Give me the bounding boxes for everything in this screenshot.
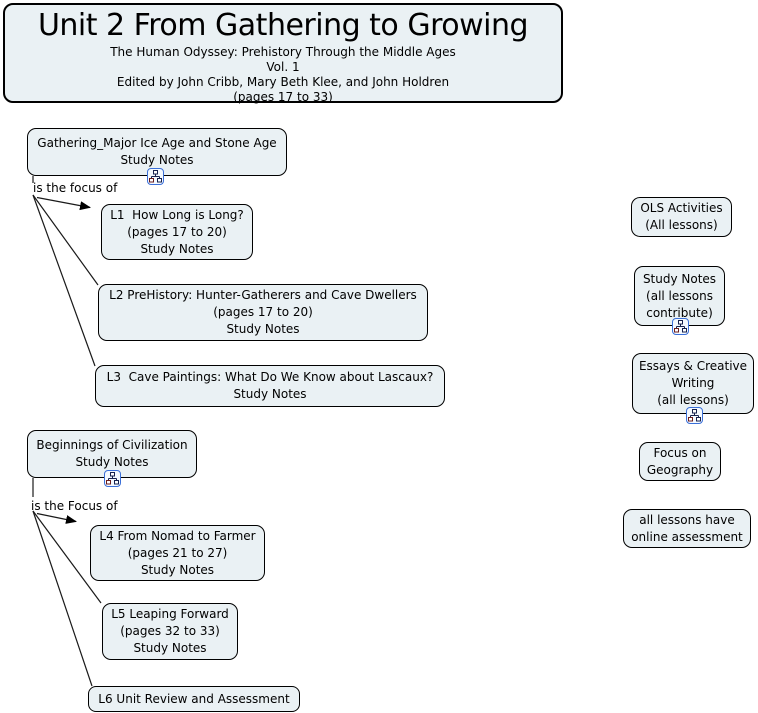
node-text-line: Study Notes (133, 641, 207, 655)
node-text-line: (pages 21 to 27) (127, 545, 228, 560)
unit-subtitle-line: The Human Odyssey: Prehistory Through th… (110, 45, 456, 59)
node-ols-activities[interactable]: OLS Activities (All lessons) (631, 197, 732, 237)
link-line-l4 (36, 512, 77, 524)
link-label-focus-2[interactable]: is the Focus of (31, 499, 118, 513)
node-unit-title[interactable]: Unit 2 From Gathering to Growing The Hum… (3, 3, 563, 104)
link-line-l1 (36, 196, 91, 211)
node-text-line: Study Notes (140, 562, 215, 577)
node-text-line: Beginnings of Civilization (36, 438, 188, 452)
node-study-notes[interactable]: Study Notes (all lessons contribute) (634, 266, 725, 326)
link-line-l6 (32, 510, 93, 687)
node-text-line: (all lessons) (657, 393, 729, 407)
node-text-line: (pages 17 to 20) (127, 224, 227, 239)
node-text-line: Study Notes (140, 241, 214, 256)
node-text-line: Study Notes (75, 455, 149, 469)
linked-diagram-icon[interactable] (686, 407, 703, 424)
node-text-line: (All lessons) (645, 218, 718, 232)
node-text-line: L3 Cave Paintings: What Do We Know about… (106, 370, 434, 384)
linked-diagram-icon[interactable] (672, 318, 689, 335)
node-text-line: Geography (646, 462, 714, 477)
linked-diagram-icon[interactable] (147, 168, 164, 185)
node-l6[interactable]: L6 Unit Review and Assessment (88, 686, 300, 712)
link-line-l2 (32, 194, 99, 286)
node-text-line: OLS Activities (640, 201, 723, 215)
node-text-line: Focus on (653, 445, 707, 460)
node-text-line: Study Notes (233, 387, 307, 401)
node-text-line: L5 Leaping Forward (111, 607, 229, 621)
unit-subtitle-line: Vol. 1 (266, 60, 300, 74)
node-essays-writing[interactable]: Essays & Creative Writing (all lessons) (632, 353, 754, 414)
node-text-line: Study Notes (642, 271, 717, 286)
node-text-line: L1 How Long is Long? (110, 207, 244, 222)
node-text-line: (pages 17 to 20) (213, 305, 313, 319)
node-text-line: contribute) (646, 305, 713, 320)
unit-subtitle-line: (pages 17 to 33) (233, 90, 333, 104)
node-l2[interactable]: L2 PreHistory: Hunter-Gatherers and Cave… (98, 284, 428, 341)
node-text-line: Study Notes (226, 322, 300, 336)
node-text-line: (all lessons (646, 288, 713, 303)
node-text-line: Essays & Creative (638, 359, 748, 373)
node-l5[interactable]: L5 Leaping Forward (pages 32 to 33) Stud… (102, 603, 238, 660)
unit-subtitle-line: Edited by John Cribb, Mary Beth Klee, an… (116, 75, 450, 89)
link-label-focus-1[interactable]: is the focus of (33, 181, 118, 195)
node-text-line: all lessons have (639, 512, 735, 527)
node-text-line: L2 PreHistory: Hunter-Gatherers and Cave… (109, 288, 417, 302)
unit-title-text: Unit 2 From Gathering to Growing (37, 8, 529, 43)
node-text-line: Study Notes (120, 153, 194, 167)
node-text-line: L6 Unit Review and Assessment (98, 691, 290, 706)
node-text-line: Gathering_Major Ice Age and Stone Age (37, 136, 277, 150)
node-text-line: online assessment (631, 529, 743, 544)
node-text-line: (pages 32 to 33) (120, 624, 220, 638)
node-text-line: Writing (671, 376, 715, 390)
node-l4[interactable]: L4 From Nomad to Farmer (pages 21 to 27)… (90, 525, 265, 581)
node-text-line: L4 From Nomad to Farmer (99, 528, 256, 543)
link-line-l5 (32, 510, 102, 604)
node-online-assessment[interactable]: all lessons have online assessment (623, 509, 751, 548)
node-l1[interactable]: L1 How Long is Long? (pages 17 to 20) St… (101, 204, 253, 260)
link-line-l3 (32, 194, 96, 367)
node-focus-geography[interactable]: Focus on Geography (639, 442, 721, 481)
linked-diagram-icon[interactable] (104, 470, 121, 487)
node-l3[interactable]: L3 Cave Paintings: What Do We Know about… (95, 365, 445, 407)
